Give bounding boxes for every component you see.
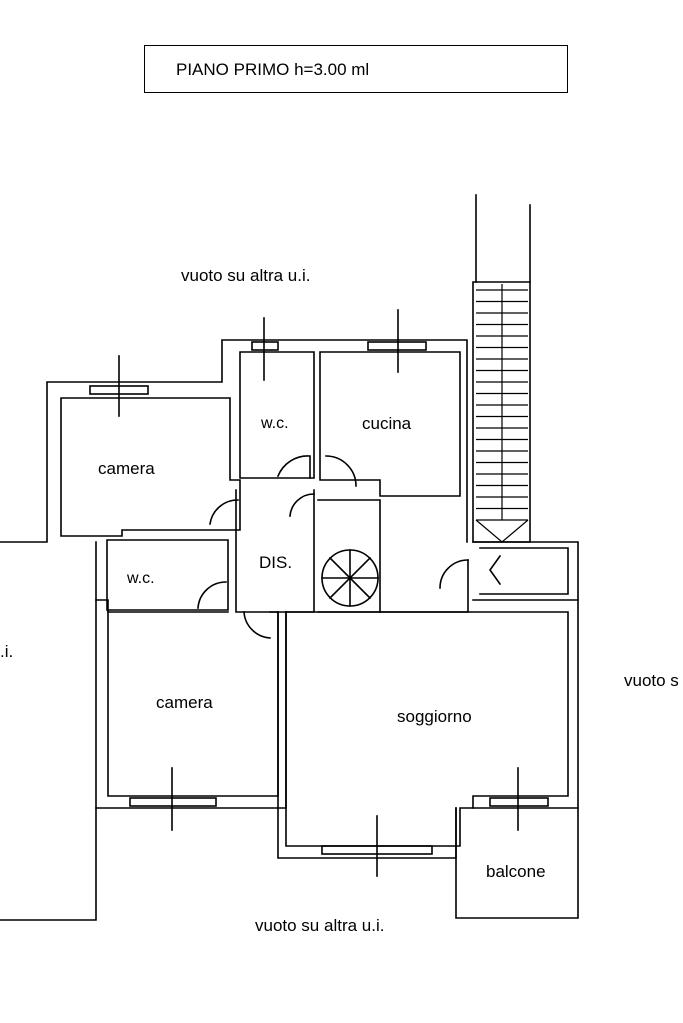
wall-soggiorno-outer	[269, 611, 457, 859]
plan-title: PIANO PRIMO h=3.00 ml	[176, 60, 370, 79]
title-box	[144, 45, 568, 93]
wall-balcone	[455, 807, 579, 919]
label-balcone: balcone	[486, 862, 546, 881]
label-vuoto-right: vuoto s	[624, 671, 679, 690]
stair-landing	[475, 519, 529, 543]
door-cucina	[325, 455, 357, 487]
wall-soggiorno-right	[472, 599, 579, 809]
wall-wc-upper	[239, 351, 315, 479]
door-camera-upper	[209, 499, 239, 525]
door-wc-lower	[197, 581, 227, 609]
window-wc-upper	[251, 341, 279, 351]
label-camera-lower: camera	[156, 693, 213, 712]
label-vuoto-bottom: vuoto su altra u.i.	[255, 916, 385, 935]
window-cucina	[367, 341, 427, 351]
label-vuoto-left: .i.	[0, 642, 14, 661]
label-cucina: cucina	[362, 414, 412, 433]
door-dis	[289, 493, 315, 517]
label-soggiorno: soggiorno	[397, 707, 472, 726]
wall-dis-right	[379, 559, 469, 613]
wall-camera-upper	[60, 397, 241, 537]
door-camera-lower	[243, 611, 271, 639]
wall-wc-lower	[106, 539, 229, 611]
window-soggiorno-right	[489, 797, 549, 807]
wall-cucina	[319, 351, 461, 497]
label-vuoto-top: vuoto su altra u.i.	[181, 266, 311, 285]
external-line-left-bottom	[0, 541, 97, 921]
wall-soggiorno	[285, 611, 569, 847]
label-wc-upper: w.c.	[261, 415, 289, 432]
wall-dis	[235, 489, 315, 613]
label-camera-upper: camera	[98, 459, 155, 478]
wall-annex-inner	[479, 547, 569, 595]
wall-annex	[472, 541, 579, 601]
window-camera-lower	[129, 797, 217, 807]
door-soggiorno	[439, 559, 469, 589]
annex-triangle	[489, 554, 502, 586]
label-dis: DIS.	[259, 553, 293, 572]
door-wc-upper	[276, 455, 311, 479]
external-line-left	[0, 339, 468, 543]
label-wc-lower: w.c.	[127, 570, 155, 587]
